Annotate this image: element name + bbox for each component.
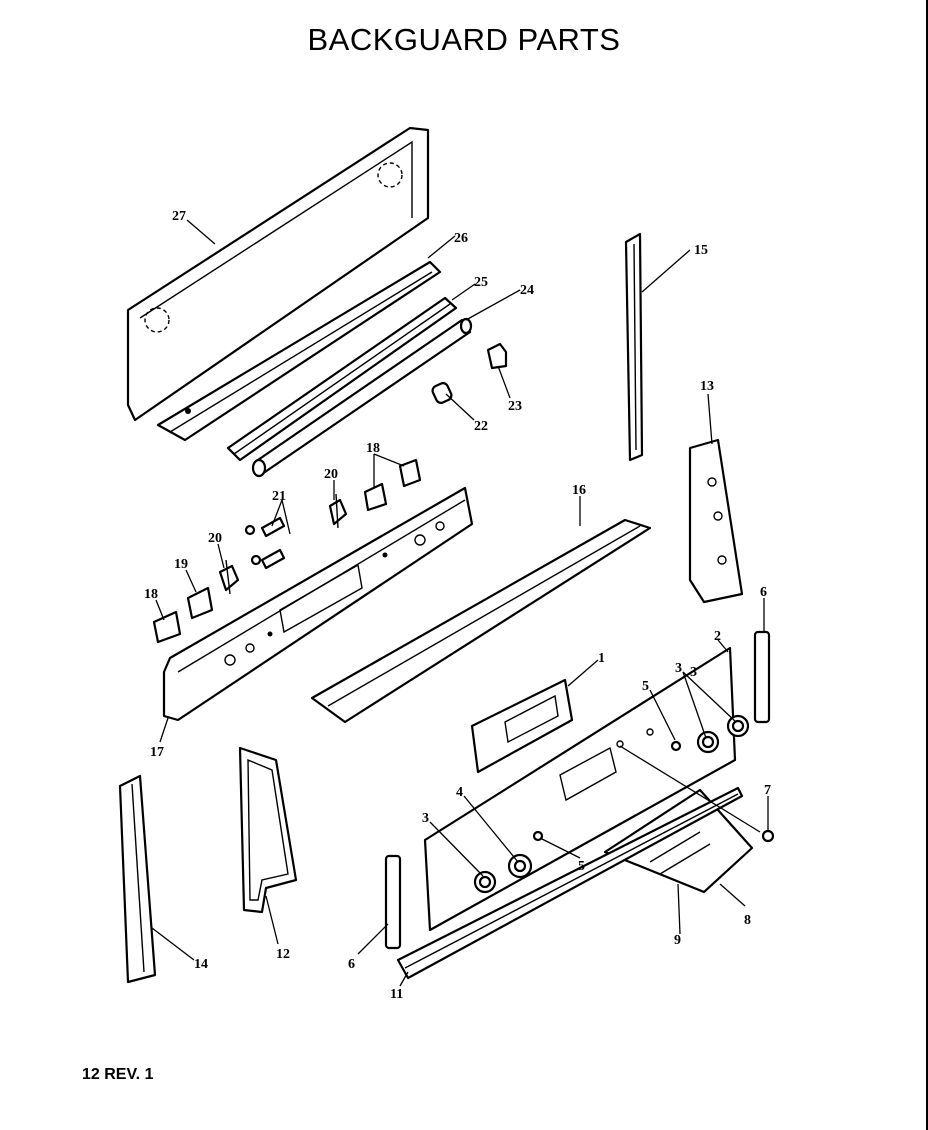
part-20-switch-upper xyxy=(328,493,348,529)
part-14-side-trim-left xyxy=(118,774,157,984)
part-26-channel xyxy=(156,260,442,442)
callout-11: 11 xyxy=(390,987,403,1002)
callout-7: 7 xyxy=(764,783,771,798)
part-17-control-housing xyxy=(162,486,474,722)
part-13-end-bracket xyxy=(688,438,744,604)
callout-25: 25 xyxy=(474,275,488,290)
callout-20-upper: 20 xyxy=(324,467,338,482)
callout-13: 13 xyxy=(700,379,714,394)
callout-3-left: 3 xyxy=(422,811,429,826)
callout-19: 19 xyxy=(174,557,188,572)
callout-6-left: 6 xyxy=(348,957,355,972)
callout-2: 2 xyxy=(714,629,721,644)
part-11-bottom-trim xyxy=(396,786,744,980)
callout-26: 26 xyxy=(454,231,468,246)
part-25-channel xyxy=(226,296,458,462)
callout-5-lower: 5 xyxy=(578,859,585,874)
part-4-knob xyxy=(507,853,533,879)
part-6-end-cap-left xyxy=(384,854,402,950)
part-2-control-panel xyxy=(423,646,737,932)
callout-9: 9 xyxy=(674,933,681,948)
callout-12: 12 xyxy=(276,947,290,962)
callout-16: 16 xyxy=(572,483,586,498)
callout-3-far-right: 3 xyxy=(690,665,697,680)
callout-17: 17 xyxy=(150,745,164,760)
callout-1: 1 xyxy=(598,651,605,666)
part-18-cap-lower xyxy=(152,610,182,644)
part-7-button xyxy=(761,829,775,843)
part-12-side-panel xyxy=(238,746,298,914)
part-18-caps-upper xyxy=(363,458,422,512)
callout-27: 27 xyxy=(172,209,186,224)
revision-footer: 12 REV. 1 xyxy=(82,1066,154,1083)
callout-20-lower: 20 xyxy=(208,531,222,546)
part-19-bracket xyxy=(186,586,214,620)
part-23-clip xyxy=(486,342,508,370)
callout-8: 8 xyxy=(744,913,751,928)
part-27-back-panel xyxy=(126,126,430,422)
callout-labels: 1 2 3 3 3 4 5 5 6 6 7 8 9 11 12 13 14 15… xyxy=(144,209,771,1002)
part-24-tube xyxy=(251,317,473,478)
callout-24: 24 xyxy=(520,283,534,298)
callout-6-right: 6 xyxy=(760,585,767,600)
callout-18-lower: 18 xyxy=(144,587,158,602)
part-1-clock xyxy=(470,678,574,774)
callout-21: 21 xyxy=(272,489,286,504)
part-5-indicators xyxy=(532,740,682,842)
part-20-switch-lower xyxy=(218,559,240,595)
callout-14: 14 xyxy=(194,957,208,972)
callout-23: 23 xyxy=(508,399,522,414)
callout-5-upper: 5 xyxy=(642,679,649,694)
part-6-end-cap-right xyxy=(753,630,771,724)
leader-lines xyxy=(151,219,769,987)
part-22-socket xyxy=(431,382,453,404)
callout-4: 4 xyxy=(456,785,463,800)
part-3-knobs xyxy=(473,714,750,894)
callout-3-right: 3 xyxy=(675,661,682,676)
callout-15: 15 xyxy=(694,243,708,258)
page-title: BACKGUARD PARTS xyxy=(307,22,621,57)
part-21-lamps xyxy=(244,516,286,570)
callout-22: 22 xyxy=(474,419,488,434)
part-15-side-trim-right xyxy=(624,232,644,462)
callout-18-upper: 18 xyxy=(366,441,380,456)
part-16-trim-strip xyxy=(310,518,652,724)
